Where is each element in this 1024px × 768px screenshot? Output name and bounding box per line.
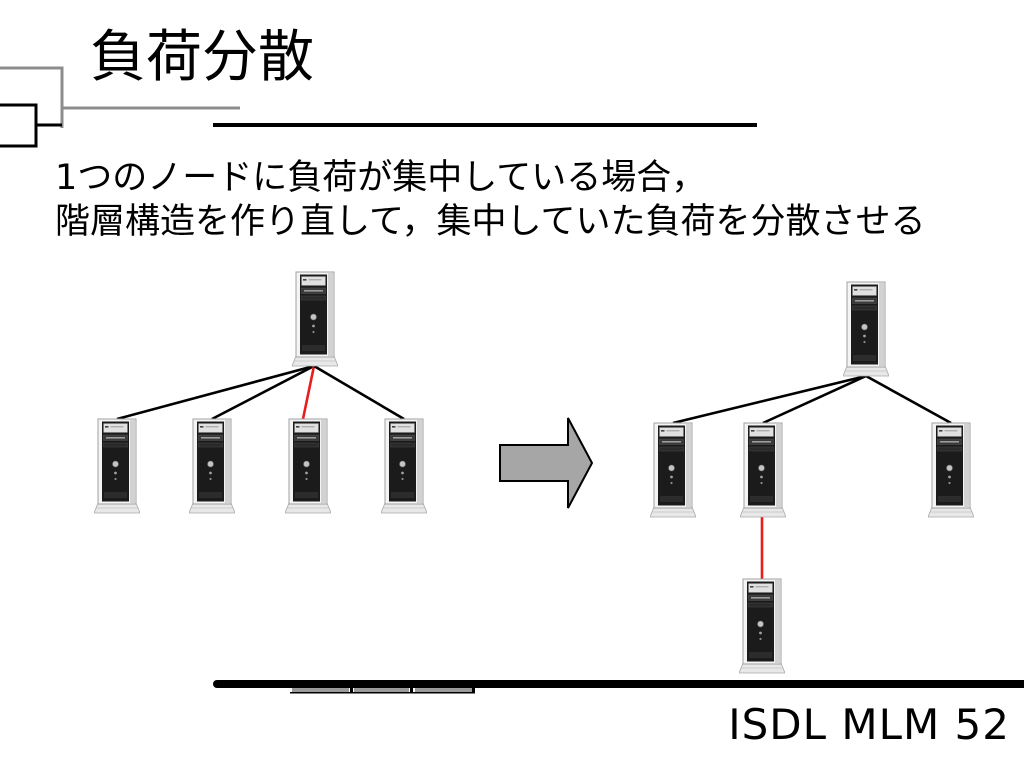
footer-bar-segment	[292, 688, 349, 692]
link-line	[313, 364, 405, 421]
body-line: 1つのノードに負荷が集中している場合，	[55, 158, 707, 198]
server-icon	[94, 418, 140, 514]
root-server-icon	[292, 271, 338, 367]
slide-title: 負荷分散	[90, 25, 314, 90]
arrow-right-icon	[499, 417, 594, 509]
decoration-black-frame	[0, 103, 38, 148]
footer-label: ISDL MLM 52	[728, 700, 1010, 749]
body-line: 階層構造を作り直して，集中していた負荷を分散させる	[55, 202, 926, 242]
server-icon	[650, 422, 696, 518]
corner-decoration	[0, 66, 240, 148]
link-line	[762, 374, 867, 425]
overloaded-server-icon	[285, 418, 331, 514]
footer-bar-segment	[354, 688, 409, 692]
footer-bar-tick	[410, 682, 413, 693]
footer-bar-tick	[350, 682, 353, 693]
link-line	[672, 374, 867, 425]
footer-bar-thick	[213, 680, 1024, 688]
footer-bar-underline	[290, 692, 475, 694]
footer-bar-tick	[472, 682, 475, 693]
root-server-icon	[843, 281, 889, 377]
body-text: 1つのノードに負荷が集中している場合， 階層構造を作り直して，集中していた負荷を…	[55, 156, 925, 244]
link-line	[865, 374, 952, 425]
tree-after	[650, 281, 974, 674]
server-icon	[381, 418, 427, 514]
server-icon	[928, 422, 974, 518]
relocated-server-icon	[739, 578, 785, 674]
overloaded-link-line	[301, 365, 316, 420]
tree-before	[94, 271, 427, 514]
server-icon	[189, 418, 235, 514]
server-icon	[740, 422, 786, 518]
link-line	[116, 364, 315, 421]
footer-bar-segment	[415, 688, 472, 692]
footer-bar	[213, 680, 1024, 694]
link-line	[211, 364, 315, 421]
decoration-gray-frame	[0, 66, 64, 128]
